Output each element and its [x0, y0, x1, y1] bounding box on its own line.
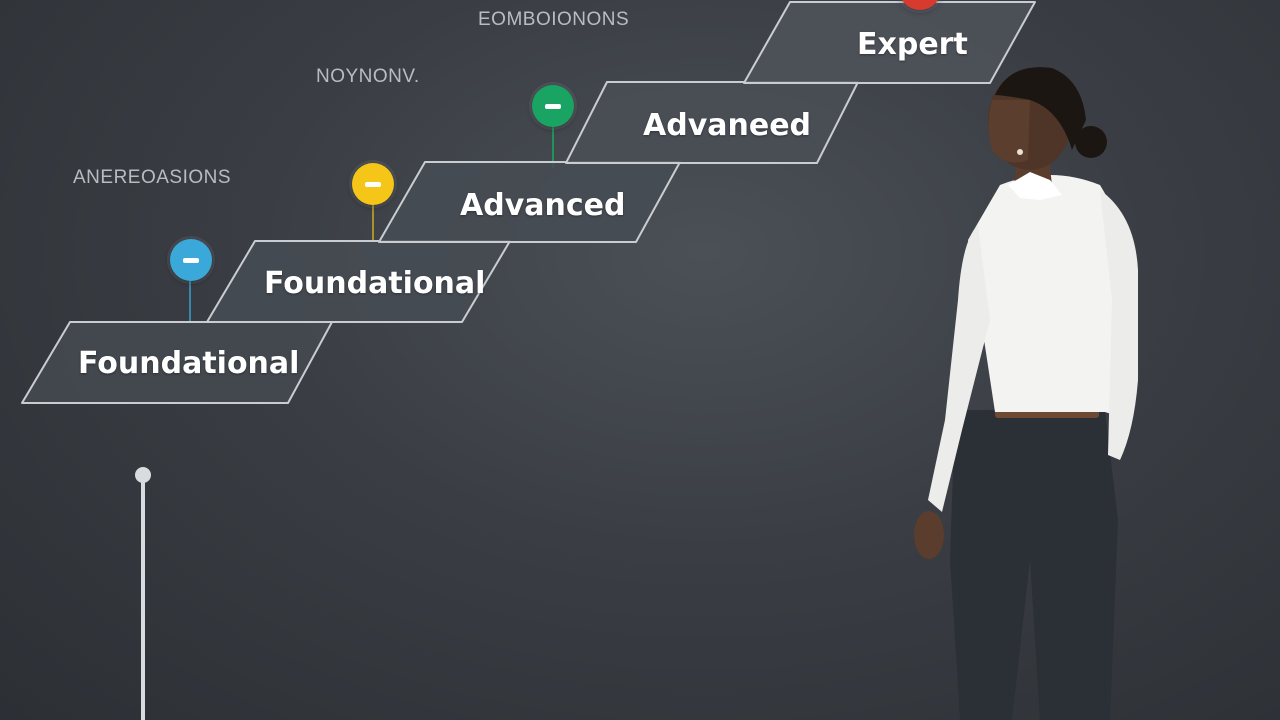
step-5-label: Expert: [857, 27, 968, 62]
person-figure: [914, 67, 1138, 720]
step-marker-red-icon: [899, 0, 941, 10]
step-marker-green-icon: [532, 85, 574, 127]
step-1-label: Foundational: [78, 346, 300, 381]
step-marker-blue-icon: [170, 239, 212, 281]
step-4-label: Advaneed: [643, 108, 812, 143]
label-left: ANEREOASIONS: [73, 167, 232, 188]
label-top: EOMBOIONONS: [478, 9, 630, 30]
step-5-panel: [743, 1, 1036, 84]
step-marker-yellow-icon: [352, 163, 394, 205]
step-3-label: Advanced: [460, 188, 626, 223]
pole-knob: [135, 467, 151, 483]
step-2-label: Foundational: [264, 266, 486, 301]
label-second: NOYNONV.: [316, 66, 420, 87]
